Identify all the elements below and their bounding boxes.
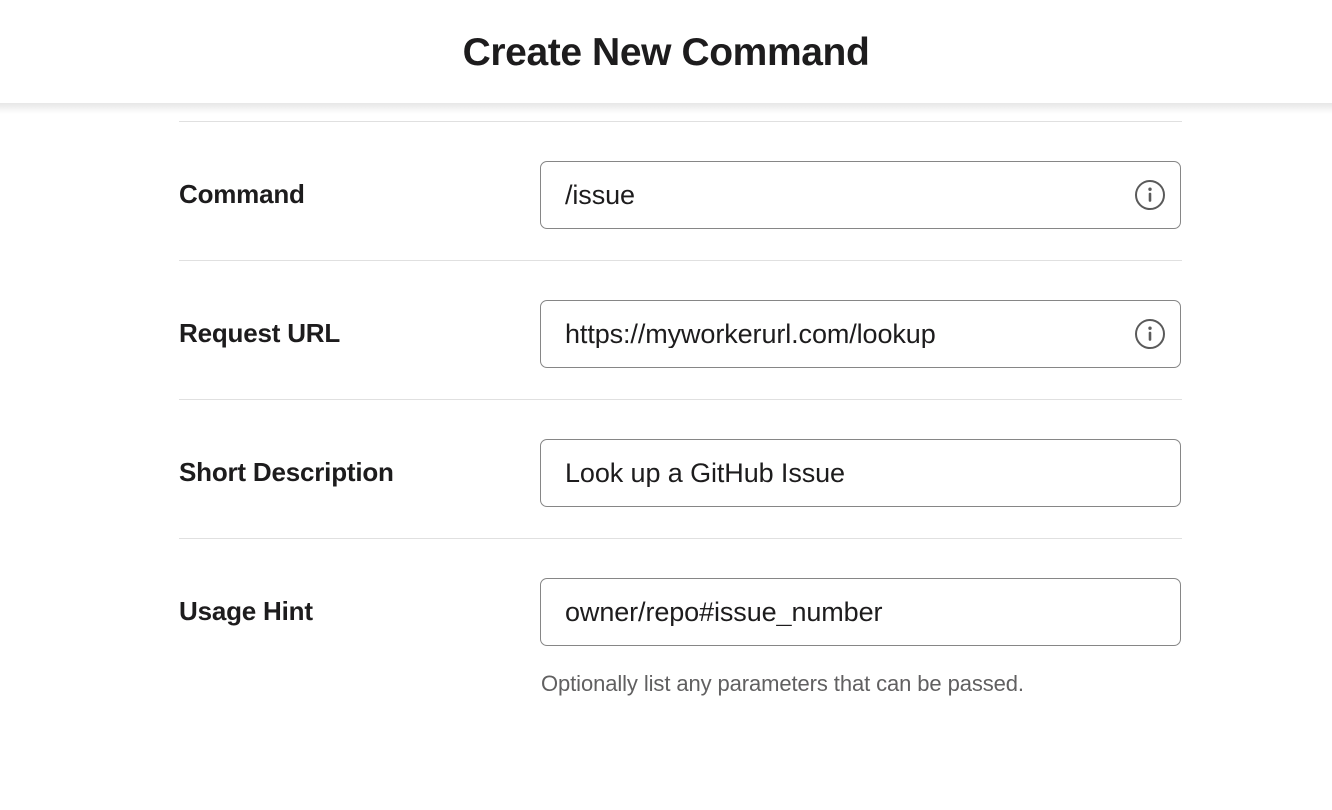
- info-icon[interactable]: [1134, 318, 1166, 350]
- request-url-input-value[interactable]: https://myworkerurl.com/lookup: [565, 320, 936, 348]
- request-url-input[interactable]: https://myworkerurl.com/lookup: [540, 300, 1181, 368]
- header-divider: [0, 103, 1332, 104]
- form-divider-3: [179, 538, 1182, 539]
- field-control-usage-hint: owner/repo#issue_number Optionally list …: [540, 578, 1182, 699]
- command-input[interactable]: /issue: [540, 161, 1181, 229]
- usage-hint-input-value[interactable]: owner/repo#issue_number: [565, 598, 883, 626]
- modal-header: Create New Command: [0, 0, 1332, 114]
- field-control-request-url: https://myworkerurl.com/lookup: [540, 300, 1182, 368]
- short-description-input[interactable]: Look up a GitHub Issue: [540, 439, 1181, 507]
- field-label-command: Command: [179, 179, 305, 209]
- field-row-short-description: Short Description Look up a GitHub Issue: [179, 400, 1182, 538]
- field-control-command: /issue: [540, 161, 1182, 229]
- modal-body: Command /issue: [0, 104, 1332, 810]
- usage-hint-input[interactable]: owner/repo#issue_number: [540, 578, 1181, 646]
- form-divider-top: [179, 121, 1182, 122]
- field-label-request-url: Request URL: [179, 318, 341, 348]
- field-row-request-url: Request URL https://myworkerurl.com/look…: [179, 261, 1182, 399]
- form-divider-2: [179, 399, 1182, 400]
- field-label-usage-hint: Usage Hint: [179, 596, 313, 626]
- field-control-short-description: Look up a GitHub Issue: [540, 439, 1182, 507]
- field-label-short-description: Short Description: [179, 457, 394, 487]
- field-row-command: Command /issue: [179, 122, 1182, 260]
- field-row-usage-hint: Usage Hint owner/repo#issue_number Optio…: [179, 539, 1182, 699]
- form-divider-1: [179, 260, 1182, 261]
- info-icon[interactable]: [1134, 179, 1166, 211]
- command-input-value[interactable]: /issue: [565, 181, 635, 209]
- create-command-form: Command /issue: [179, 121, 1182, 699]
- page-title: Create New Command: [462, 30, 870, 74]
- short-description-input-value[interactable]: Look up a GitHub Issue: [565, 459, 845, 487]
- usage-hint-help-text: Optionally list any parameters that can …: [541, 671, 1024, 696]
